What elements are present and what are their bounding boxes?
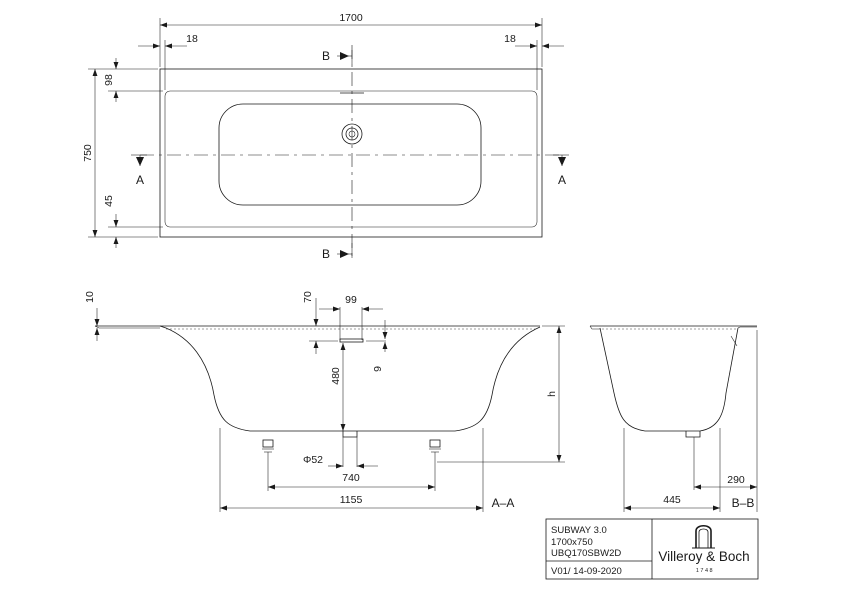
dim-base-width: 445 (663, 494, 681, 506)
section-a-overflow-plate (339, 338, 364, 343)
dim-overflow-offset: 70 (302, 291, 314, 303)
section-a-label: A–A (492, 496, 515, 510)
dim-rim-bottom: 45 (103, 195, 115, 207)
dim-drain-offset: 290 (727, 474, 745, 486)
section-a-shell (159, 325, 541, 432)
version-date: V01/ 14-09-2020 (551, 566, 622, 577)
product-size: 1700x750 (551, 537, 593, 548)
dim-depth: h (546, 391, 558, 397)
plan-outer-rim (159, 68, 543, 238)
dim-overflow-width: 99 (345, 294, 357, 306)
plan-drain-outer (341, 123, 363, 145)
section-b-drain (685, 431, 701, 438)
section-b-view: 290 445 B–B (589, 325, 758, 512)
dim-overflow-to-drain: 480 (330, 367, 342, 385)
dim-overflow-height: 9 (372, 366, 384, 372)
dim-drain-diameter: Φ52 (303, 454, 323, 466)
dim-rim-top: 98 (103, 74, 115, 86)
logo-emblem (695, 524, 712, 548)
dim-rim-right: 18 (504, 33, 516, 45)
section-a-marker-left: A (136, 173, 144, 187)
brand-established: 1748 (696, 568, 714, 574)
product-name: SUBWAY 3.0 (551, 525, 607, 536)
section-a-marker-right: A (558, 173, 566, 187)
section-a-drain (342, 431, 358, 438)
dim-feet-spacing: 740 (342, 472, 360, 484)
title-block: SUBWAY 3.0 1700x750 UBQ170SBW2D V01/ 14-… (545, 518, 759, 580)
dim-overall-width: 750 (82, 144, 94, 162)
dim-rim-left: 18 (186, 33, 198, 45)
plan-basin (218, 103, 482, 206)
section-b-label: B–B (732, 496, 755, 510)
dim-rim-thickness: 10 (84, 291, 96, 303)
section-a-foot-right (429, 439, 441, 491)
section-a-view: 99 70 9 480 Φ52 h 10 (84, 291, 565, 512)
plan-inner-rim (164, 90, 538, 228)
section-b-marker-bottom: B (322, 247, 330, 261)
brand-name: Villeroy & Boch (658, 549, 749, 564)
article-code: UBQ170SBW2D (551, 548, 621, 559)
section-a-foot-left (262, 439, 274, 491)
brand-logo: Villeroy & Boch 1748 (658, 524, 750, 574)
section-b-shell (599, 327, 739, 432)
plan-view: A A B B 1700 18 18 750 (82, 12, 569, 261)
section-b-rim-lower (589, 325, 600, 330)
dim-base-length: 1155 (340, 494, 363, 506)
section-b-marker-top: B (322, 49, 330, 63)
dim-overall-length: 1700 (339, 12, 363, 24)
